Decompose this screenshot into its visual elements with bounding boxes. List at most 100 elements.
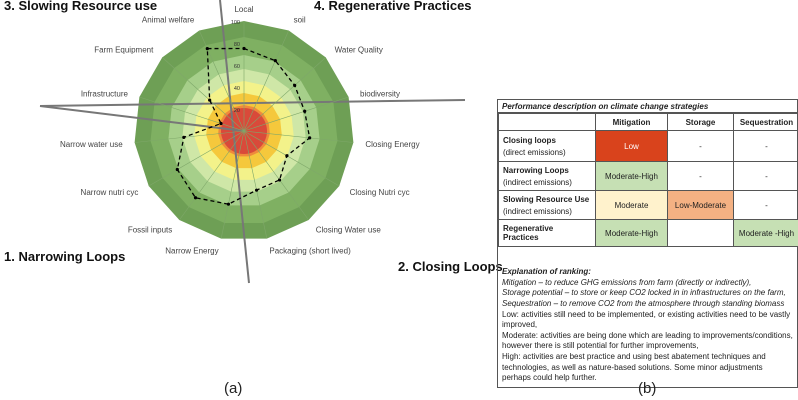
strategy-table: Mitigation Storage Sequestration Closing… (498, 113, 798, 247)
row-sub: (indirect emissions) (503, 206, 572, 216)
table-row-closing-loops: Closing loops (direct emissions) Low - - (498, 130, 798, 162)
radar-spoke (243, 57, 326, 132)
data-point (182, 135, 186, 139)
radar-spoke (220, 130, 245, 239)
quadrant-label-closing: 2. Closing Loops (398, 259, 503, 274)
cell-storage (667, 219, 734, 247)
quadrant-divider-line (219, 0, 250, 284)
data-point (293, 83, 297, 87)
row-label: Slowing Resource Use (indirect emissions) (498, 190, 596, 220)
cell-sequestration: - (733, 130, 798, 162)
header-empty (498, 113, 596, 131)
data-point (285, 154, 289, 158)
radar-spoke (243, 130, 340, 187)
quadrant-label-slowing: 3. Slowing Resource use (4, 0, 158, 13)
axis-label: biodiversity (360, 89, 400, 98)
radar-spoke (134, 130, 245, 143)
data-point (193, 196, 198, 200)
radar-spoke (139, 96, 245, 132)
row-label: Regenerative Practices (498, 219, 596, 247)
radar-spoke (243, 130, 354, 143)
row-name: Slowing Resource Use (503, 194, 590, 204)
quadrant-divider-line (39, 99, 466, 107)
radar-spoke (243, 30, 290, 132)
cell-storage: - (667, 161, 734, 191)
quadrant-label-regenerative: 4. Regenerative Practices (314, 0, 472, 13)
axis-label: Water Quality (335, 45, 383, 54)
data-point (308, 136, 312, 140)
data-point (219, 121, 223, 126)
header-mitigation: Mitigation (595, 113, 668, 131)
header-storage: Storage (667, 113, 734, 131)
panel-label-b: (b) (638, 380, 657, 397)
axis-label: Animal welfare (142, 16, 195, 25)
axis-label: Local (234, 5, 253, 14)
axis-label: Narrow nutri cyc (81, 188, 139, 197)
axis-label: Closing Nutri cyc (350, 188, 410, 197)
data-point (175, 167, 179, 172)
radial-tick-label: 20 (234, 108, 240, 114)
radial-tick-label: 60 (234, 64, 240, 70)
cell-sequestration: - (733, 190, 798, 220)
performance-table: Performance description on climate chang… (497, 99, 798, 388)
axis-label: Packaging (short lived) (269, 246, 351, 255)
ranking-explanation: Explanation of ranking: Mitigation – to … (498, 247, 797, 387)
radar-spoke (243, 130, 268, 239)
table-row-slowing-resource: Slowing Resource Use (indirect emissions)… (498, 190, 798, 220)
explanation-high: High: activities are best practice and u… (502, 352, 766, 383)
panel-label-a: (a) (224, 380, 243, 397)
radar-spoke (148, 130, 245, 187)
cell-mitigation: Moderate-High (595, 161, 668, 191)
axis-label: soil (294, 16, 306, 25)
data-point (303, 109, 307, 113)
axis-label: Fossil inputs (128, 226, 172, 235)
quadrant-divider-line (39, 105, 245, 132)
row-sub: (indirect emissions) (503, 177, 572, 187)
row-label: Closing loops (direct emissions) (498, 130, 596, 162)
data-point (254, 188, 259, 192)
axis-label: Narrow water use (60, 140, 123, 149)
explanation-moderate: Moderate: activities are being done whic… (502, 330, 793, 351)
explanation-heading: Explanation of ranking: (502, 267, 591, 276)
data-point (205, 46, 209, 51)
table-title: Performance description on climate chang… (498, 100, 797, 113)
row-sub: (direct emissions) (503, 147, 566, 157)
explanation-low: Low: activities still need to be impleme… (502, 309, 791, 330)
radar-spoke (243, 96, 349, 132)
axis-label: Closing Energy (365, 140, 419, 149)
data-point (242, 46, 246, 51)
cell-mitigation: Low (595, 130, 668, 162)
table-header-row: Mitigation Storage Sequestration (498, 113, 798, 131)
cell-mitigation: Moderate (595, 190, 668, 220)
table-row-narrowing-loops: Narrowing Loops (indirect emissions) Mode… (498, 161, 798, 191)
radial-tick-label: 80 (234, 42, 240, 48)
data-point (273, 59, 277, 63)
row-label: Narrowing Loops (indirect emissions) (498, 161, 596, 191)
cell-storage: - (667, 130, 734, 162)
explanation-sequestration: Sequestration – to remove CO2 from the a… (502, 298, 785, 308)
data-point (226, 202, 231, 206)
axis-label: Farm Equipment (94, 45, 154, 54)
row-name: Regenerative Practices (503, 224, 554, 242)
axis-label: Narrow Energy (165, 246, 218, 255)
radar-spoke (243, 130, 309, 221)
explanation-storage: Storage potential – to store or keep CO2… (502, 288, 786, 298)
row-name: Narrowing Loops (503, 165, 569, 175)
explanation-mitigation: Mitigation – to reduce GHG emissions fro… (502, 277, 752, 287)
axis-label: Closing Water use (316, 226, 382, 235)
table-row-regenerative: Regenerative Practices Moderate-High Mod… (498, 219, 798, 247)
cell-mitigation: Moderate-High (595, 219, 668, 247)
row-name: Closing loops (503, 135, 556, 145)
cell-sequestration: Moderate -High (733, 219, 798, 247)
radar-spoke (162, 57, 245, 132)
cell-storage: Low-Moderate (667, 190, 734, 220)
header-sequestration: Sequestration (733, 113, 798, 131)
cell-sequestration: - (733, 161, 798, 191)
data-point (277, 178, 282, 182)
quadrant-label-narrowing: 1. Narrowing Loops (4, 249, 126, 264)
data-point (208, 98, 212, 102)
radar-spoke (179, 130, 245, 221)
axis-label: Infrastructure (81, 89, 129, 98)
